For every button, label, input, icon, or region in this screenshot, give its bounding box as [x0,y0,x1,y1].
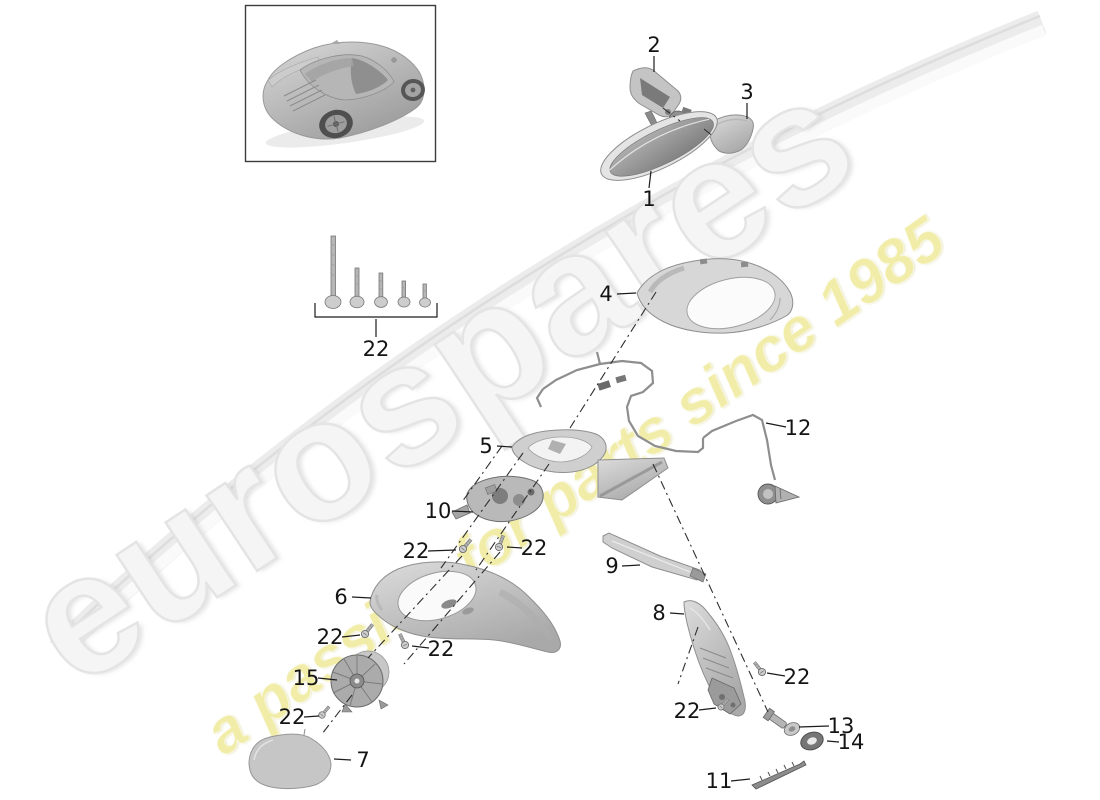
leader-line-22-d [411,645,430,649]
callout-4[interactable]: 4 [599,282,612,306]
callout-10[interactable]: 10 [425,499,452,523]
leader-line-12 [765,422,787,428]
part-10-mirror-bracket [451,475,544,523]
screw-set-22 [314,235,438,318]
leader-line-7 [333,758,352,761]
callout-3[interactable]: 3 [740,80,753,104]
part-12-wire-and-grommet [597,374,801,505]
callout-5[interactable]: 5 [479,434,492,458]
leader-line-22-a [427,549,457,552]
callout-22-f[interactable]: 22 [674,699,701,723]
leader-line-6 [351,596,372,599]
part-7-mirror-glass [248,728,332,790]
callout-22-g[interactable]: 22 [279,705,306,729]
leader-line-15 [317,677,338,681]
callout-6[interactable]: 6 [334,585,347,609]
callout-1[interactable]: 1 [642,187,655,211]
callout-11[interactable]: 11 [706,769,733,793]
part-9-trim-blade [602,532,707,583]
leader-line-22-f [698,707,717,711]
wiring-harness [535,351,705,454]
leader-line-22-e [766,672,786,677]
callout-2[interactable]: 2 [647,33,660,57]
callout-22-a[interactable]: 22 [403,539,430,563]
part-13-bolt [762,707,801,736]
bracket-22 [314,303,438,318]
leader-line-22-g [303,715,320,718]
car-illustration [262,40,425,148]
callout-9[interactable]: 9 [605,554,618,578]
leader-line-11 [730,778,751,782]
leader-line-8 [669,612,685,615]
callout-14[interactable]: 14 [838,730,865,754]
part-4-mirror-housing-upper [636,258,794,334]
callout-15[interactable]: 15 [293,666,320,690]
callout-22-c[interactable]: 22 [317,625,344,649]
callout-22-d[interactable]: 22 [428,637,455,661]
leader-line-22-c [341,634,361,638]
callout-22-e[interactable]: 22 [784,665,811,689]
assembly-axis-lines [321,107,769,735]
part-1-interior-mirror [600,111,718,181]
leader-line-4 [616,292,637,295]
callout-13[interactable]: 13 [828,714,855,738]
part-14-grommet-ring [800,731,824,751]
callout-7[interactable]: 7 [356,748,369,772]
leader-line-9 [621,564,641,567]
part-6-mirror-housing-lower [369,561,561,653]
leader-line-1 [648,170,652,189]
part-2-mirror-cover-upper [629,67,682,127]
leader-line-13 [798,725,830,728]
vehicle-thumbnail-box [244,4,437,163]
callout-12[interactable]: 12 [785,416,812,440]
leader-line-22-b [506,546,523,549]
leader-line-14 [826,740,840,743]
part-5-mirror-frame [511,429,669,501]
part-15-adjusting-motor [330,650,390,713]
leader-line-5 [496,445,513,448]
part-11-trim-strip [751,760,807,790]
callout-22-b[interactable]: 22 [521,536,548,560]
part-8-mirror-arm [683,600,746,717]
leader-line-10 [451,510,474,513]
callout-22-group[interactable]: 22 [363,337,390,361]
callout-8[interactable]: 8 [652,601,665,625]
